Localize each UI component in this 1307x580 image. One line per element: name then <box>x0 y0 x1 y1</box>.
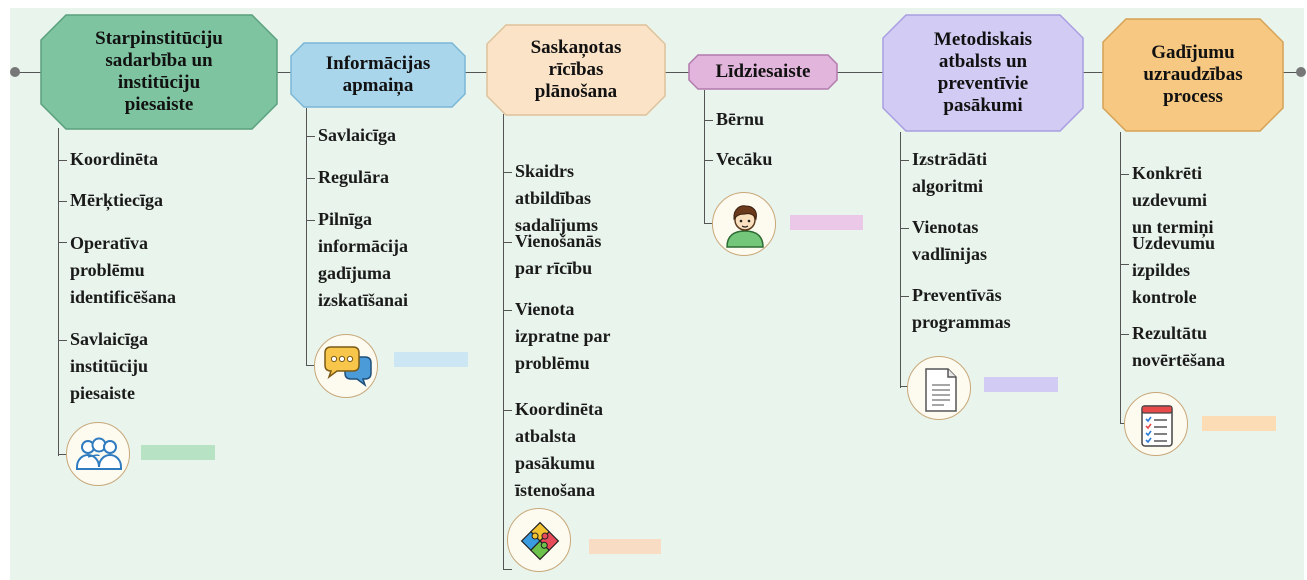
column-4-item-2-tick <box>704 160 713 161</box>
column-2-header-shape <box>290 42 466 108</box>
column-3-label-bar <box>589 539 661 554</box>
column-2-item-2: Regulāra <box>318 167 389 187</box>
column-3-item-4-tick <box>503 410 512 411</box>
column-6-header-shape <box>1102 18 1284 132</box>
checklist-icon <box>1124 392 1188 456</box>
column-4-stem <box>704 90 705 224</box>
timeline-start-dot <box>10 67 20 77</box>
column-5-header-shape <box>882 14 1084 132</box>
column-2-item-1-tick <box>306 136 315 137</box>
column-1-item-2-tick <box>58 201 67 202</box>
column-4-item-1: Bērnu <box>716 109 765 129</box>
puzzle-icon <box>507 508 571 572</box>
column-1-icon-tick <box>58 454 67 455</box>
column-3-item-1-tick <box>503 172 512 173</box>
speech-bubbles-icon <box>314 334 378 398</box>
column-6-label-bar <box>1202 416 1276 431</box>
column-3-icon-tick <box>503 569 512 570</box>
people-group-icon <box>66 422 130 486</box>
column-6-item-1-tick <box>1120 174 1129 175</box>
column-2-item-3-tick <box>306 220 315 221</box>
column-3-item-2-tick <box>503 242 512 243</box>
document-icon <box>907 356 971 420</box>
column-4-label-bar <box>790 215 863 230</box>
column-5-stem <box>900 132 901 388</box>
column-5-icon-tick <box>900 386 909 387</box>
column-1-stem <box>58 128 59 456</box>
column-5-item-2-tick <box>900 228 909 229</box>
column-2-item-1: Savlaicīga <box>318 125 397 145</box>
column-1-item-1-tick <box>58 160 67 161</box>
column-2-stem <box>306 108 307 366</box>
column-3-stem <box>503 114 504 570</box>
column-1-item-2: Mērķtiecīga <box>70 190 163 210</box>
column-6-item-3-tick <box>1120 334 1129 335</box>
column-1-label-bar <box>141 445 215 460</box>
column-4-title: Līdziesaiste <box>715 61 811 83</box>
column-5-item-1-tick <box>900 160 909 161</box>
column-3-item-3-tick <box>503 310 512 311</box>
column-2-label-bar <box>394 352 468 367</box>
column-4-header-shape <box>688 54 838 90</box>
column-4-icon-tick <box>704 223 713 224</box>
column-2-icon-tick <box>306 365 315 366</box>
column-4-item-2: Vecāku <box>716 149 773 169</box>
column-1-item-1: Koordinēta <box>70 149 158 169</box>
column-3-header-shape <box>486 24 666 116</box>
column-4-header: Līdziesaiste <box>688 54 838 90</box>
column-4-item-1-tick <box>704 120 713 121</box>
column-5-label-bar <box>984 377 1058 392</box>
column-1-header-shape <box>40 14 278 130</box>
column-6-item-2-tick <box>1120 264 1129 265</box>
column-1-item-4-tick <box>58 340 67 341</box>
column-2-item-2-tick <box>306 178 315 179</box>
column-6-stem <box>1120 132 1121 424</box>
timeline-end-dot <box>1296 67 1306 77</box>
column-5-item-3-tick <box>900 296 909 297</box>
person-avatar-icon <box>712 192 776 256</box>
column-1-item-3-tick <box>58 242 67 243</box>
